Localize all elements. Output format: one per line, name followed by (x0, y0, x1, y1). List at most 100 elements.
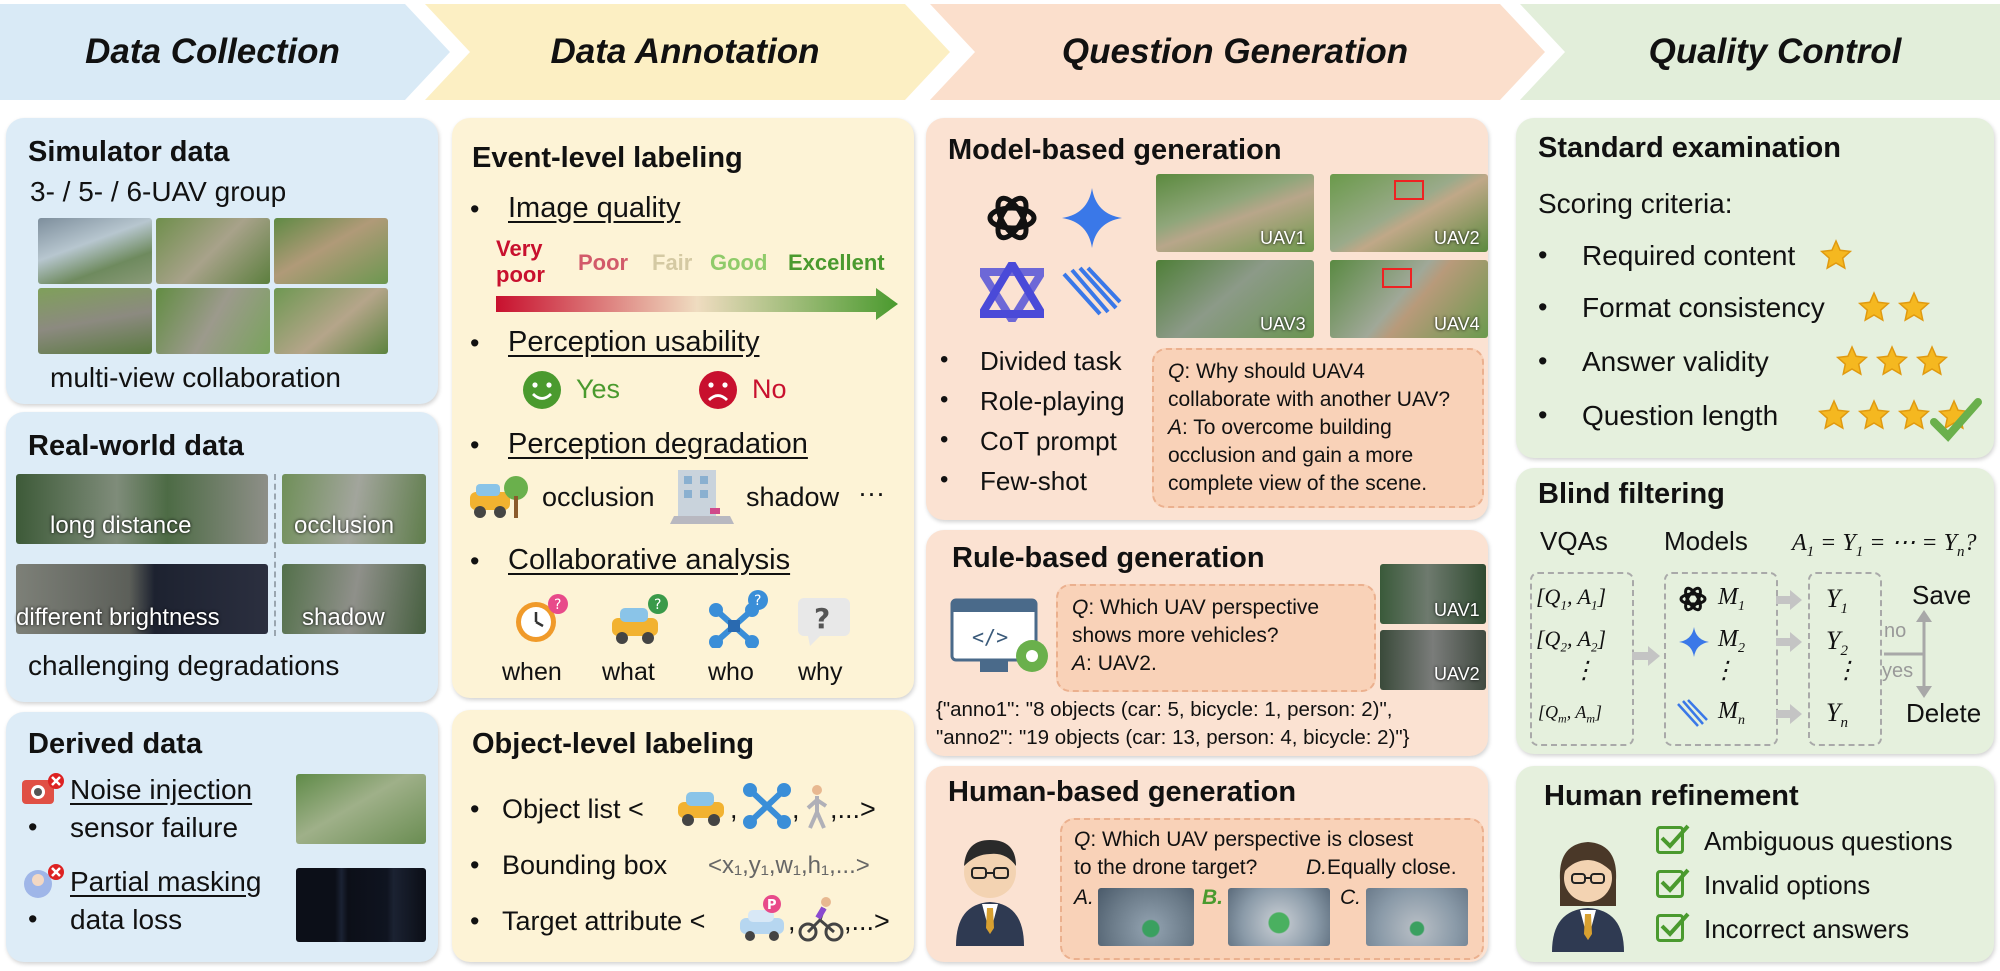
shadow-icon (670, 470, 734, 524)
uav-label: UAV1 (1260, 228, 1306, 248)
quality-poor-word: poor (496, 262, 545, 287)
code-monitor-icon: </> (950, 598, 1048, 672)
vqa-item: [Q1, A1] (1536, 584, 1607, 613)
camera-icon (22, 773, 64, 804)
quality-gradient-arrow (496, 288, 898, 320)
real-label: long distance (50, 512, 192, 539)
arrows (1776, 590, 1802, 724)
comma: , (788, 906, 796, 936)
real-world-caption: challenging degradations (28, 650, 340, 681)
human-annotator-icon (956, 840, 1024, 946)
wh-when: when (502, 658, 562, 686)
rule-based-panel: Rule-based generation </> Q: Which UAV p… (926, 530, 1488, 756)
model-based-panel: Model-based generation UAV1 UAV2 UAV3 UA… (926, 118, 1488, 520)
human-refinement-title: Human refinement (1544, 780, 1799, 812)
mask-image (296, 868, 426, 942)
simulator-image (274, 218, 388, 284)
svg-text:</>: </> (972, 625, 1008, 649)
divider (274, 474, 276, 636)
human-opt-d: D.Equally close. (1306, 856, 1457, 879)
star-rating (1817, 239, 1982, 442)
no-branch: no (1884, 620, 1907, 642)
star-icon (1817, 399, 1851, 430)
svg-text:P: P (767, 898, 777, 913)
mask-sub: data loss (70, 904, 183, 935)
real-label: occlusion (294, 512, 395, 539)
perception-degradation: Perception degradation (508, 428, 808, 460)
bullet: • (940, 346, 949, 373)
simulator-caption: multi-view collaboration (50, 362, 342, 393)
star-icon (1857, 291, 1891, 322)
save-label: Save (1912, 580, 1972, 610)
drone-icon (743, 783, 791, 829)
human-qa-box: Q: Which UAV perspective is closest to t… (1060, 818, 1484, 960)
smile-icon (523, 371, 561, 409)
object-level-panel: Object-level labeling • Object list < , … (452, 710, 914, 962)
vqa-item: [Qm, Am] (1538, 702, 1603, 726)
header-data-collection: Data Collection (0, 4, 455, 100)
answer-item: Yn (1826, 698, 1848, 732)
uav-view-1 (1156, 174, 1314, 252)
answer-item: Y2 (1826, 626, 1848, 660)
star-icon (1835, 345, 1869, 376)
wh-why: why (798, 658, 843, 686)
opt-c-image (1366, 888, 1468, 946)
answer-dots: ⋮ (1834, 658, 1858, 684)
bullet: • (28, 812, 38, 842)
refinement-item: Incorrect answers (1704, 914, 1910, 944)
no-label: No (752, 374, 787, 404)
scoring-criteria: Scoring criteria: (1538, 188, 1733, 219)
check-icon (1656, 826, 1684, 854)
simulator-image (274, 288, 388, 354)
highlight-box (1382, 268, 1412, 288)
wh-who: who (708, 658, 754, 686)
simulator-title: Simulator data (28, 136, 230, 168)
uav-view-2 (1330, 174, 1488, 252)
real-world-title: Real-world data (28, 430, 244, 462)
svg-text:?: ? (754, 593, 761, 609)
openai-icon (1679, 586, 1707, 612)
check-mark (1660, 868, 1690, 893)
uav-label: UAV4 (1434, 314, 1480, 334)
human-qa-line: to the drone target? (1074, 856, 1258, 879)
noise-title: Noise injection (70, 774, 253, 805)
uav-label: UAV3 (1260, 314, 1306, 334)
model-qa-line: complete view of the scene. (1168, 472, 1428, 495)
technique: Divided task (980, 346, 1122, 376)
model-item: M2 (1718, 626, 1745, 656)
human-refinement-panel: Human refinement Ambiguous questions Inv… (1516, 766, 1994, 962)
bullet: • (940, 466, 949, 493)
simulator-image (156, 288, 270, 354)
model-item: Mn (1718, 698, 1745, 728)
check-mark (1660, 824, 1690, 849)
arrow-icon (1632, 646, 1660, 666)
real-image-brightness (16, 564, 268, 634)
criterion-label: Format consistency (1582, 292, 1825, 323)
collaborative-analysis: Collaborative analysis (508, 544, 791, 576)
model-qa-box: Q: Why should UAV4 collaborate with anot… (1152, 348, 1484, 508)
model-qa-line: Q: Why should UAV4 (1168, 360, 1365, 383)
anno-line: {"anno1": "8 objects (car: 5, bicycle: 1… (936, 698, 1393, 721)
model-qa-line: occlusion and gain a more (1168, 444, 1414, 467)
quality-good: Good (710, 250, 768, 275)
header-title: Data Collection (85, 32, 340, 71)
bullet: • (940, 426, 949, 453)
gemini-icon (1679, 627, 1709, 657)
mask-icon (24, 864, 64, 898)
noise-image (296, 774, 426, 844)
anno-line: "anno2": "19 objects (car: 13, person: 4… (936, 726, 1410, 749)
refinement-item: Ambiguous questions (1704, 826, 1953, 856)
real-image-occlusion (282, 474, 426, 544)
event-level-title: Event-level labeling (472, 142, 743, 174)
simulator-image (38, 218, 152, 284)
bullet: • (1538, 400, 1548, 430)
model-qa-line: collaborate with another UAV? (1168, 388, 1451, 411)
svg-text:?: ? (554, 597, 561, 613)
quality-poor: Poor (578, 250, 629, 275)
model-qa-line: A: To overcome building (1168, 416, 1392, 439)
clock-icon: ? (516, 594, 568, 642)
human-based-panel: Human-based generation Q: Which UAV pers… (926, 766, 1488, 962)
bullet: • (1538, 292, 1548, 322)
vqa-dots: ⋮ (1572, 658, 1596, 684)
comma: , (792, 794, 800, 824)
